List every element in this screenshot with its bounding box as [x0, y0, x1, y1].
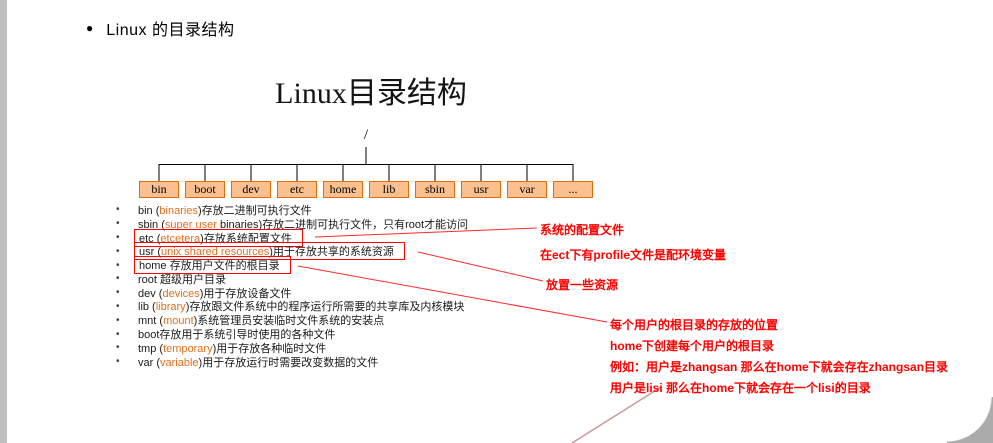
corner-decoration [947, 397, 993, 443]
tree-node-ellipsis: ... [553, 181, 593, 198]
directory-list-item: • tmp (temporary)用于存放各种临时文件 [116, 341, 468, 355]
heading-text: Linux 的目录结构 [106, 22, 235, 39]
directory-list-item: • etc (etcetera)存放系统配置文件 [116, 228, 468, 247]
directory-text-boxed: usr (unix shared resources)用于存放共享的系统资源 [134, 242, 405, 261]
list-bullet: • [116, 328, 120, 340]
directory-list-item: • bin (binaries)存放二进制可执行文件 [116, 203, 468, 217]
tree-node-lib: lib [369, 181, 409, 198]
annotation-home-user-dirs: home下创建每个用户的根目录 [610, 339, 775, 353]
directory-list-item: • mnt (mount)系统管理员安装临时文件系统的安装点 [116, 313, 468, 328]
tree-node-usr: usr [461, 181, 501, 198]
directory-text: boot存放用于系统引导时使用的各种文件 [138, 329, 336, 342]
directory-list-item: • boot存放用于系统引导时使用的各种文件 [116, 327, 468, 342]
bullet-icon: ● [86, 21, 94, 35]
annotation-example-lisi: 用户是lisi 那么在home下就会存在一个lisi的目录 [610, 381, 871, 395]
list-bullet: • [116, 314, 120, 326]
directory-list-item: • usr (unix shared resources)用于存放共享的系统资源 [116, 242, 468, 261]
heading: ● Linux 的目录结构 [86, 16, 234, 40]
tree-node-boot: boot [185, 181, 225, 198]
directory-text: mnt (mount)系统管理员安装临时文件系统的安装点 [138, 315, 385, 328]
tree-node-bin: bin [139, 181, 179, 198]
directory-list-item: • lib (library)存放跟文件系统中的程序运行所需要的共享库及内核模块 [116, 300, 468, 314]
directory-text: bin (binaries)存放二进制可执行文件 [138, 204, 312, 217]
directory-text: lib (library)存放跟文件系统中的程序运行所需要的共享库及内核模块 [138, 301, 465, 314]
directory-text: sbin (super user binaries)存放二进制可执行文件，只有r… [138, 218, 469, 231]
directory-text: root 超级用户目录 [138, 273, 227, 286]
annotation-user-home-location: 每个用户的根目录的存放的位置 [610, 318, 779, 332]
list-bullet: • [116, 287, 120, 299]
directory-list-item: • var (variable)用于存放运行时需要改变数据的文件 [116, 355, 468, 369]
list-bullet: • [116, 245, 120, 257]
directory-text: var (variable)用于存放运行时需要改变数据的文件 [138, 356, 379, 369]
list-bullet: • [116, 259, 120, 271]
tree-node-home: home [323, 181, 363, 198]
directory-text: dev (devices)用于存放设备文件 [138, 287, 292, 300]
list-bullet: • [116, 273, 120, 285]
tree-node-etc: etc [277, 181, 317, 198]
annotation-profile-env: 在ect下有profile文件是配环境变量 [540, 248, 727, 262]
list-bullet: • [116, 300, 120, 312]
tree-node-var: var [507, 181, 547, 198]
directory-list-item: • root 超级用户目录 [116, 272, 468, 286]
list-bullet: • [116, 218, 120, 230]
annotation-example-zhangsan: 例如：用户是zhangsan 那么在home下就会存在zhangsan目录 [610, 360, 949, 374]
directory-text-boxed: home 存放用户文件的根目录 [134, 256, 291, 275]
list-bullet: • [116, 356, 120, 368]
directory-text: tmp (temporary)用于存放各种临时文件 [138, 342, 327, 355]
slide-title: Linux目录结构 [275, 77, 467, 110]
annotation-system-config: 系统的配置文件 [540, 223, 625, 237]
directory-list: • bin (binaries)存放二进制可执行文件 • sbin (super us… [116, 203, 468, 369]
left-edge-decoration [0, 0, 7, 443]
list-bullet: • [116, 204, 120, 216]
tree-node-sbin: sbin [415, 181, 455, 198]
annotation-resources: 放置一些资源 [546, 278, 619, 292]
tree-root-label: / [363, 127, 369, 143]
directory-text-boxed: etc (etcetera)存放系统配置文件 [134, 228, 303, 247]
tree-lines [158, 147, 574, 181]
list-bullet: • [116, 231, 120, 243]
tree-node-dev: dev [231, 181, 271, 198]
directory-list-item: • home 存放用户文件的根目录 [116, 256, 468, 275]
directory-list-item: • sbin (super user binaries)存放二进制可执行文件，只有… [116, 217, 468, 231]
list-bullet: • [116, 342, 120, 354]
directory-list-item: • dev (devices)用于存放设备文件 [116, 286, 468, 300]
